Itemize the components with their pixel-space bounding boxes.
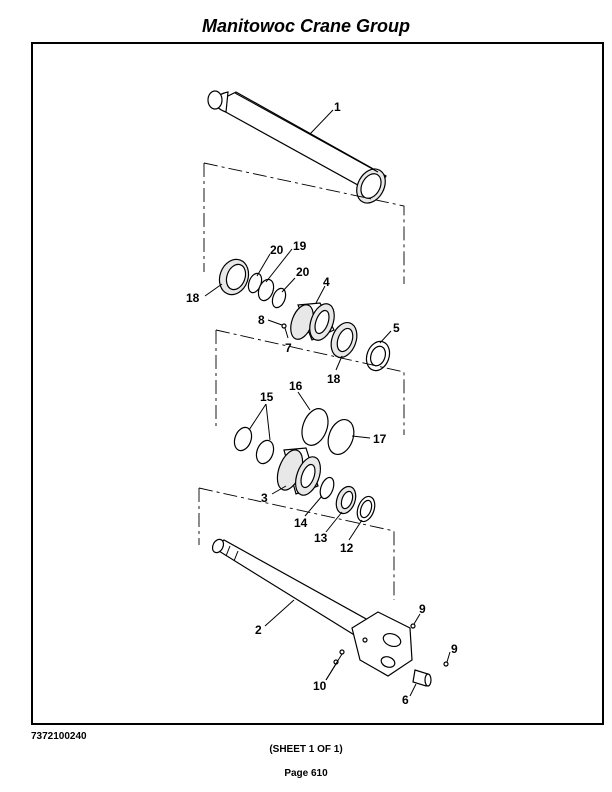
guide-line-2 <box>215 329 405 435</box>
callout-8: 8 <box>258 313 265 327</box>
part-9-fitting-a <box>410 623 416 629</box>
part-15-bushing-b <box>255 439 275 465</box>
callout-14: 14 <box>294 516 308 530</box>
part-10-fittings <box>333 649 345 665</box>
guide-line-1 <box>203 162 405 284</box>
callout-20-lower: 20 <box>296 265 310 279</box>
document-number: 7372100240 <box>31 731 87 742</box>
leader-lines <box>204 109 451 697</box>
page-title: Manitowoc Crane Group <box>201 16 410 36</box>
callout-17: 17 <box>373 432 387 446</box>
part-13-seal <box>335 485 357 515</box>
part-12-wear-ring <box>356 495 376 523</box>
callout-16: 16 <box>289 379 303 393</box>
part-2-rod <box>211 538 413 677</box>
part-9-fitting-b <box>443 661 449 667</box>
callout-15: 15 <box>260 390 274 404</box>
callout-3: 3 <box>261 491 268 505</box>
part-18-ring-lower <box>330 321 358 359</box>
part-1-barrel <box>207 90 387 204</box>
diagram-frame <box>31 42 604 725</box>
part-16-oring <box>301 408 329 446</box>
callout-2: 2 <box>255 623 262 637</box>
part-3-piston <box>276 447 321 496</box>
callout-13: 13 <box>314 531 328 545</box>
part-17-oring <box>327 418 355 456</box>
callout-6: 6 <box>402 693 409 707</box>
part-14-oring <box>319 476 335 500</box>
part-4-gland <box>290 302 335 341</box>
callout-12: 12 <box>340 541 354 555</box>
part-8-fitting <box>281 323 287 329</box>
sheet-indicator: (SHEET 1 OF 1) <box>269 744 343 755</box>
callout-10: 10 <box>313 679 327 693</box>
part-18-ring-upper <box>218 258 250 296</box>
callout-1: 1 <box>334 100 341 114</box>
callout-19: 19 <box>293 239 307 253</box>
callout-4: 4 <box>323 275 330 289</box>
part-20-oring-b <box>271 287 287 309</box>
callout-7: 7 <box>285 341 292 355</box>
callout-20-upper: 20 <box>270 243 284 257</box>
part-19-ring <box>257 278 275 302</box>
callout-9-upper: 9 <box>419 602 426 616</box>
part-15-bushing-a <box>233 426 253 452</box>
callout-9-lower: 9 <box>451 642 458 656</box>
page-number: Page 610 <box>284 768 328 779</box>
part-6-grease-fitting <box>412 669 432 687</box>
callout-5: 5 <box>393 321 400 335</box>
callout-18-upper: 18 <box>186 291 200 305</box>
guide-line-3 <box>198 487 395 600</box>
callout-labels: 1 20 19 20 18 4 8 7 5 18 15 16 17 3 14 1… <box>186 100 458 707</box>
callout-18-lower: 18 <box>327 372 341 386</box>
